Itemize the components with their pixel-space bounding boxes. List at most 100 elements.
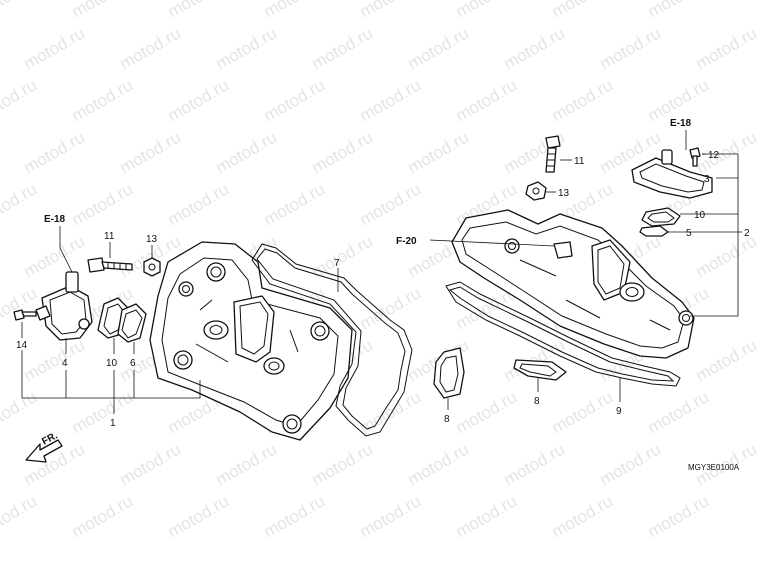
watermark-text: motod.ru bbox=[0, 0, 40, 21]
seal-8-left bbox=[433, 347, 465, 399]
bolt-left-14 bbox=[13, 309, 37, 321]
diagram-code: MGY3E0100A bbox=[688, 463, 740, 472]
watermark-text: motod.ru bbox=[453, 0, 521, 21]
bolt-right-11 bbox=[545, 135, 561, 173]
callout-7: 7 bbox=[334, 258, 340, 269]
watermark-text: motod.ru bbox=[165, 0, 233, 21]
watermark-text: motod.ru bbox=[117, 127, 185, 177]
watermark-text: motod.ru bbox=[501, 439, 569, 489]
right-leader-lines bbox=[429, 130, 742, 410]
callout-8-right: 8 bbox=[534, 396, 540, 407]
seal-8-right bbox=[513, 359, 567, 381]
callout-right-10: 10 bbox=[694, 210, 706, 221]
right-cylinder-head-cover bbox=[451, 209, 695, 359]
reed-plate-right-10 bbox=[641, 207, 681, 227]
callout-left-10: 10 bbox=[106, 358, 118, 369]
watermark-text: motod.ru bbox=[213, 23, 281, 73]
left-leader-lines bbox=[21, 226, 339, 414]
watermark-text: motod.ru bbox=[0, 283, 40, 333]
watermark-text: motod.ru bbox=[501, 127, 569, 177]
watermark-text: motod.ru bbox=[69, 75, 137, 125]
watermark-text: motod.ru bbox=[261, 179, 329, 229]
ref-e18-left: E-18 bbox=[44, 214, 66, 225]
watermark-text: motod.ru bbox=[0, 387, 40, 437]
watermark-text: motod.ru bbox=[405, 439, 473, 489]
watermark-text: motod.ru bbox=[453, 75, 521, 125]
watermark-text: motod.ru bbox=[693, 23, 761, 73]
watermark-text: motod.ru bbox=[357, 283, 425, 333]
watermark-text: motod.ru bbox=[69, 387, 137, 437]
watermark-text: motod.ru bbox=[21, 127, 89, 177]
front-arrow-icon bbox=[25, 439, 63, 463]
watermark-text: motod.ru bbox=[261, 0, 329, 21]
callout-9: 9 bbox=[616, 406, 622, 417]
callout-left-6: 6 bbox=[130, 358, 136, 369]
watermark-text: motod.ru bbox=[0, 179, 40, 229]
watermark-text: motod.ru bbox=[549, 491, 617, 541]
callout-right-13: 13 bbox=[558, 188, 570, 199]
ref-f20: F-20 bbox=[396, 236, 417, 247]
watermark-text: motod.ru bbox=[597, 439, 665, 489]
watermark-text: motod.ru bbox=[165, 179, 233, 229]
watermark-text: motod.ru bbox=[213, 439, 281, 489]
gasket-right-5 bbox=[639, 225, 669, 237]
nut-right-13 bbox=[525, 181, 547, 201]
watermark-text: motod.ru bbox=[21, 23, 89, 73]
watermark-text: motod.ru bbox=[501, 23, 569, 73]
watermark-text: motod.ru bbox=[693, 231, 761, 281]
watermark-text: motod.ru bbox=[357, 75, 425, 125]
watermark-text: motod.ru bbox=[213, 127, 281, 177]
callout-right-11: 11 bbox=[574, 156, 585, 167]
gasket-left-6 bbox=[117, 303, 147, 343]
watermark-text: motod.ru bbox=[549, 0, 617, 21]
callout-right-5: 5 bbox=[686, 228, 692, 239]
watermark-text: motod.ru bbox=[165, 75, 233, 125]
watermark-text: motod.ru bbox=[357, 491, 425, 541]
watermark-text: motod.ru bbox=[645, 491, 713, 541]
watermark-text: motod.ru bbox=[165, 491, 233, 541]
right-cover-gasket bbox=[445, 281, 681, 387]
watermark-text: motod.ru bbox=[69, 491, 137, 541]
watermark-text: motod.ru bbox=[645, 0, 713, 21]
bolt-right-12 bbox=[689, 147, 701, 167]
ref-e18-right: E-18 bbox=[670, 118, 692, 129]
watermark-text: motod.ru bbox=[21, 335, 89, 385]
watermark-text: motod.ru bbox=[69, 0, 137, 21]
pair-air-valve-left bbox=[35, 271, 93, 341]
watermark-text: motod.ru bbox=[549, 387, 617, 437]
callout-left-14: 14 bbox=[16, 340, 28, 351]
watermark-text: motod.ru bbox=[309, 439, 377, 489]
watermark-text: motod.ru bbox=[405, 127, 473, 177]
pair-air-valve-right bbox=[631, 149, 713, 199]
watermark-text: motod.ru bbox=[309, 127, 377, 177]
nut-left-13 bbox=[143, 257, 161, 277]
watermark-text: motod.ru bbox=[453, 387, 521, 437]
watermark-text: motod.ru bbox=[405, 23, 473, 73]
watermark-text: motod.ru bbox=[309, 23, 377, 73]
bolt-left-11 bbox=[87, 257, 133, 273]
callout-right-3: 3 bbox=[704, 174, 710, 185]
watermark-text: motod.ru bbox=[117, 439, 185, 489]
callout-left-4: 4 bbox=[62, 358, 68, 369]
watermark-text: motod.ru bbox=[549, 75, 617, 125]
watermark-text: motod.ru bbox=[597, 23, 665, 73]
callout-8-left: 8 bbox=[444, 414, 450, 425]
left-cylinder-head-cover bbox=[149, 241, 353, 441]
callout-2: 2 bbox=[744, 228, 750, 239]
watermark-text: motod.ru bbox=[453, 491, 521, 541]
watermark-text: motod.ru bbox=[357, 179, 425, 229]
watermark-text: motod.ru bbox=[0, 75, 40, 125]
watermark-text: motod.ru bbox=[693, 127, 761, 177]
watermark-text: motod.ru bbox=[0, 491, 40, 541]
watermark-text: motod.ru bbox=[693, 335, 761, 385]
callout-right-12: 12 bbox=[708, 150, 720, 161]
left-cover-gasket bbox=[251, 243, 413, 437]
callout-left-13: 13 bbox=[146, 234, 158, 245]
watermark-text: motod.ru bbox=[117, 23, 185, 73]
watermark-text: motod.ru bbox=[261, 491, 329, 541]
watermark-text: motod.ru bbox=[261, 75, 329, 125]
callout-left-11: 11 bbox=[104, 231, 115, 242]
